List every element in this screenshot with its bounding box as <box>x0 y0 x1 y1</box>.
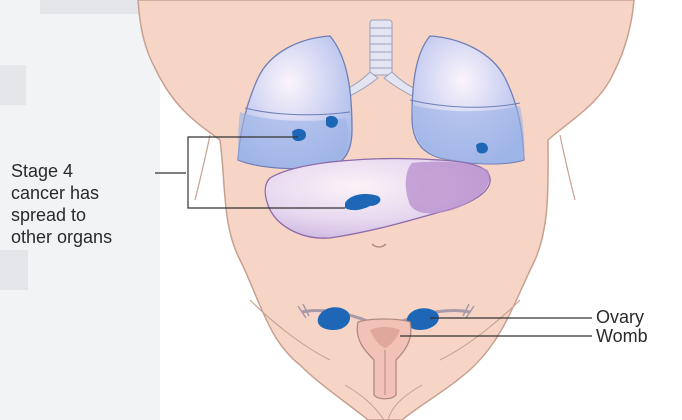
left-arm-line <box>195 135 210 200</box>
right-arm-line <box>560 135 575 200</box>
stage-4-label: Stage 4 cancer has spread to other organ… <box>11 160 181 248</box>
stage-label-line: Stage 4 <box>11 160 181 182</box>
stage-label-line: other organs <box>11 226 181 248</box>
stage-label-line: cancer has <box>11 182 181 204</box>
ovary-label: Ovary <box>596 307 644 327</box>
womb-label: Womb <box>596 326 648 346</box>
stage-label-line: spread to <box>11 204 181 226</box>
